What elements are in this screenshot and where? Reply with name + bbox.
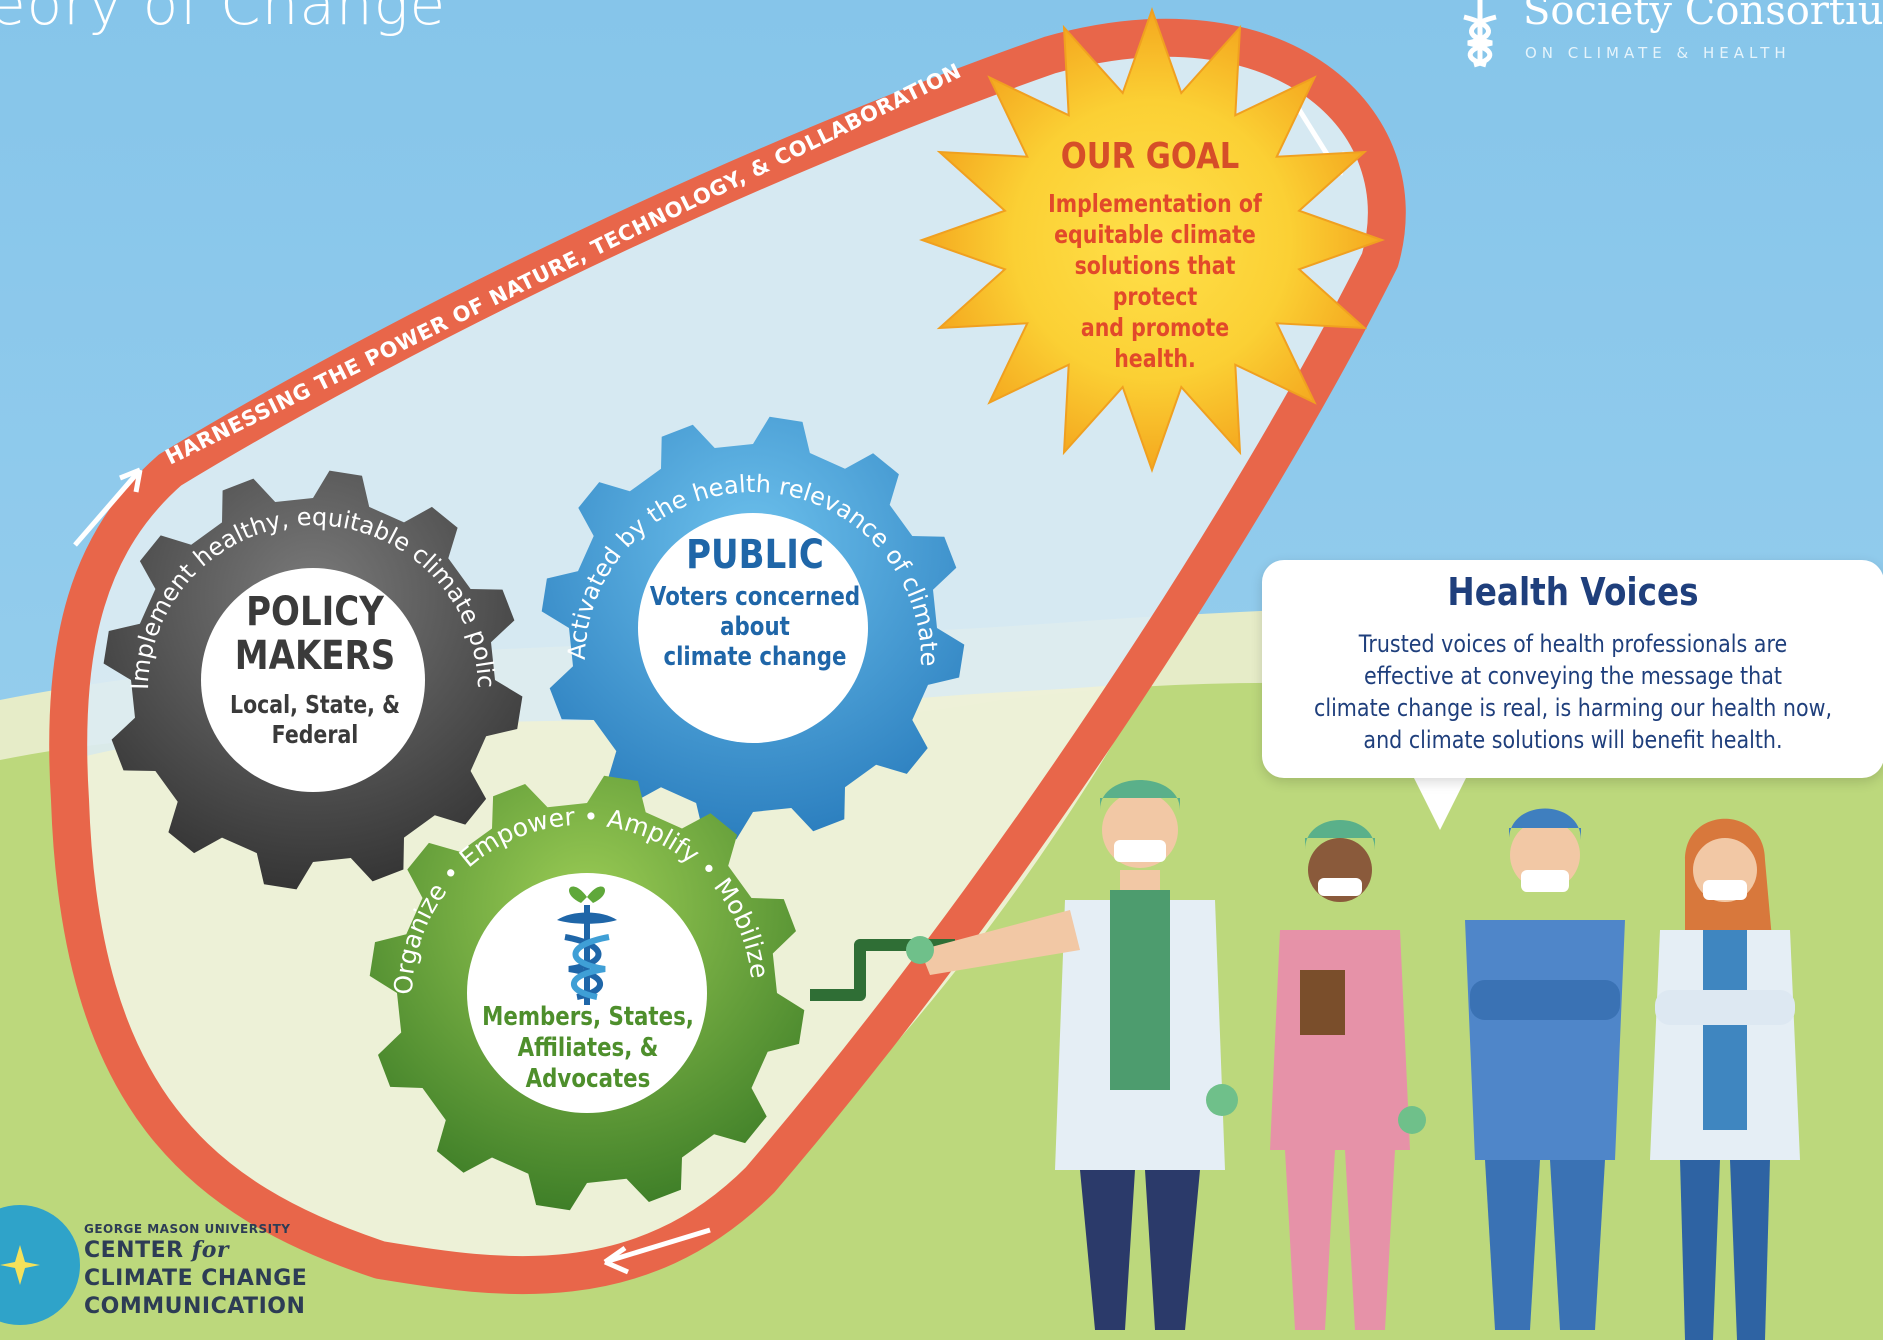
goal-title: OUR GOAL: [1060, 136, 1240, 177]
consortium-subtitle: ON CLIMATE & HEALTH: [1525, 44, 1791, 62]
loop-arrow-bottom: [604, 1227, 711, 1265]
gmu-university: GEORGE MASON UNIVERSITY: [84, 1222, 291, 1236]
members-sub-line: Advocates: [525, 1064, 651, 1094]
policy-sub-line: Local, State, &: [230, 690, 400, 719]
gmu-line-2: CLIMATE CHANGE: [84, 1266, 308, 1291]
public-sub-line: climate change: [663, 642, 847, 672]
bubble-line: climate change is real, is harming our h…: [1313, 694, 1833, 722]
policy-title-line: POLICY: [246, 589, 384, 635]
page-title: eory of Change: [0, 0, 447, 38]
gmu-logo-text: GEORGE MASON UNIVERSITY CENTER for CLIMA…: [84, 1222, 344, 1321]
goal-description: Implementation of equitable climate solu…: [1036, 188, 1274, 374]
public-subtitle: Voters concerned about climate change: [648, 582, 861, 672]
bubble-tail: [1410, 770, 1470, 830]
goal-line: solutions that protect: [1074, 251, 1236, 311]
gmu-center-word: CENTER: [84, 1238, 184, 1263]
policy-title-line: MAKERS: [234, 633, 396, 679]
bubble-line: effective at conveying the message that: [1364, 662, 1782, 690]
members-sub-line: Members, States,: [482, 1002, 694, 1032]
caduceus-icon: [557, 886, 617, 1005]
loop-band: [49, 18, 1406, 1295]
goal-line: health.: [1114, 344, 1196, 373]
bubble-line: Trusted voices of health professionals a…: [1358, 630, 1788, 658]
health-voices-bubble: [1262, 560, 1883, 778]
loop-arrow-left: [73, 468, 142, 547]
goal-sun: [918, 6, 1386, 474]
public-sub-line: about: [720, 612, 790, 642]
health-worker-doctor-1: [906, 780, 1238, 1330]
goal-line: and promote: [1080, 313, 1230, 342]
gmu-center-line: CENTER for: [84, 1236, 344, 1265]
health-voices-text: Trusted voices of health professionals a…: [1306, 628, 1841, 756]
health-worker-nurse: [1270, 820, 1426, 1330]
gmu-line-3: COMMUNICATION: [84, 1294, 306, 1319]
health-worker-doctor-2: [1650, 818, 1800, 1340]
consortium-logo-icon: [1463, 0, 1497, 68]
consortium-logo: Society Consortium ON CLIMATE & HEALTH: [1463, 0, 1883, 78]
loop-arrowhead-left: [119, 467, 143, 493]
loop-arrowhead-bottom: [603, 1245, 629, 1275]
members-subtitle: Members, States, Affiliates, & Advocates: [481, 1002, 694, 1095]
members-sub-line: Affiliates, &: [517, 1033, 659, 1063]
bubble-line: and climate solutions will benefit healt…: [1363, 726, 1783, 754]
gmu-for-word: for: [191, 1237, 229, 1263]
gmu-star-icon: [0, 1245, 40, 1285]
policy-makers-title: POLICY MAKERS: [222, 590, 409, 678]
policy-sub-line: Federal: [271, 720, 359, 749]
goal-line: Implementation of: [1048, 189, 1262, 218]
public-title: PUBLIC: [686, 532, 824, 578]
health-worker-surgeon: [1465, 808, 1625, 1330]
consortium-name: Society Consortium: [1523, 0, 1883, 34]
public-sub-line: Voters concerned: [649, 582, 861, 612]
health-voices-title: Health Voices: [1447, 570, 1699, 614]
goal-line: equitable climate: [1054, 220, 1256, 249]
policy-makers-subtitle: Local, State, & Federal: [225, 690, 405, 750]
